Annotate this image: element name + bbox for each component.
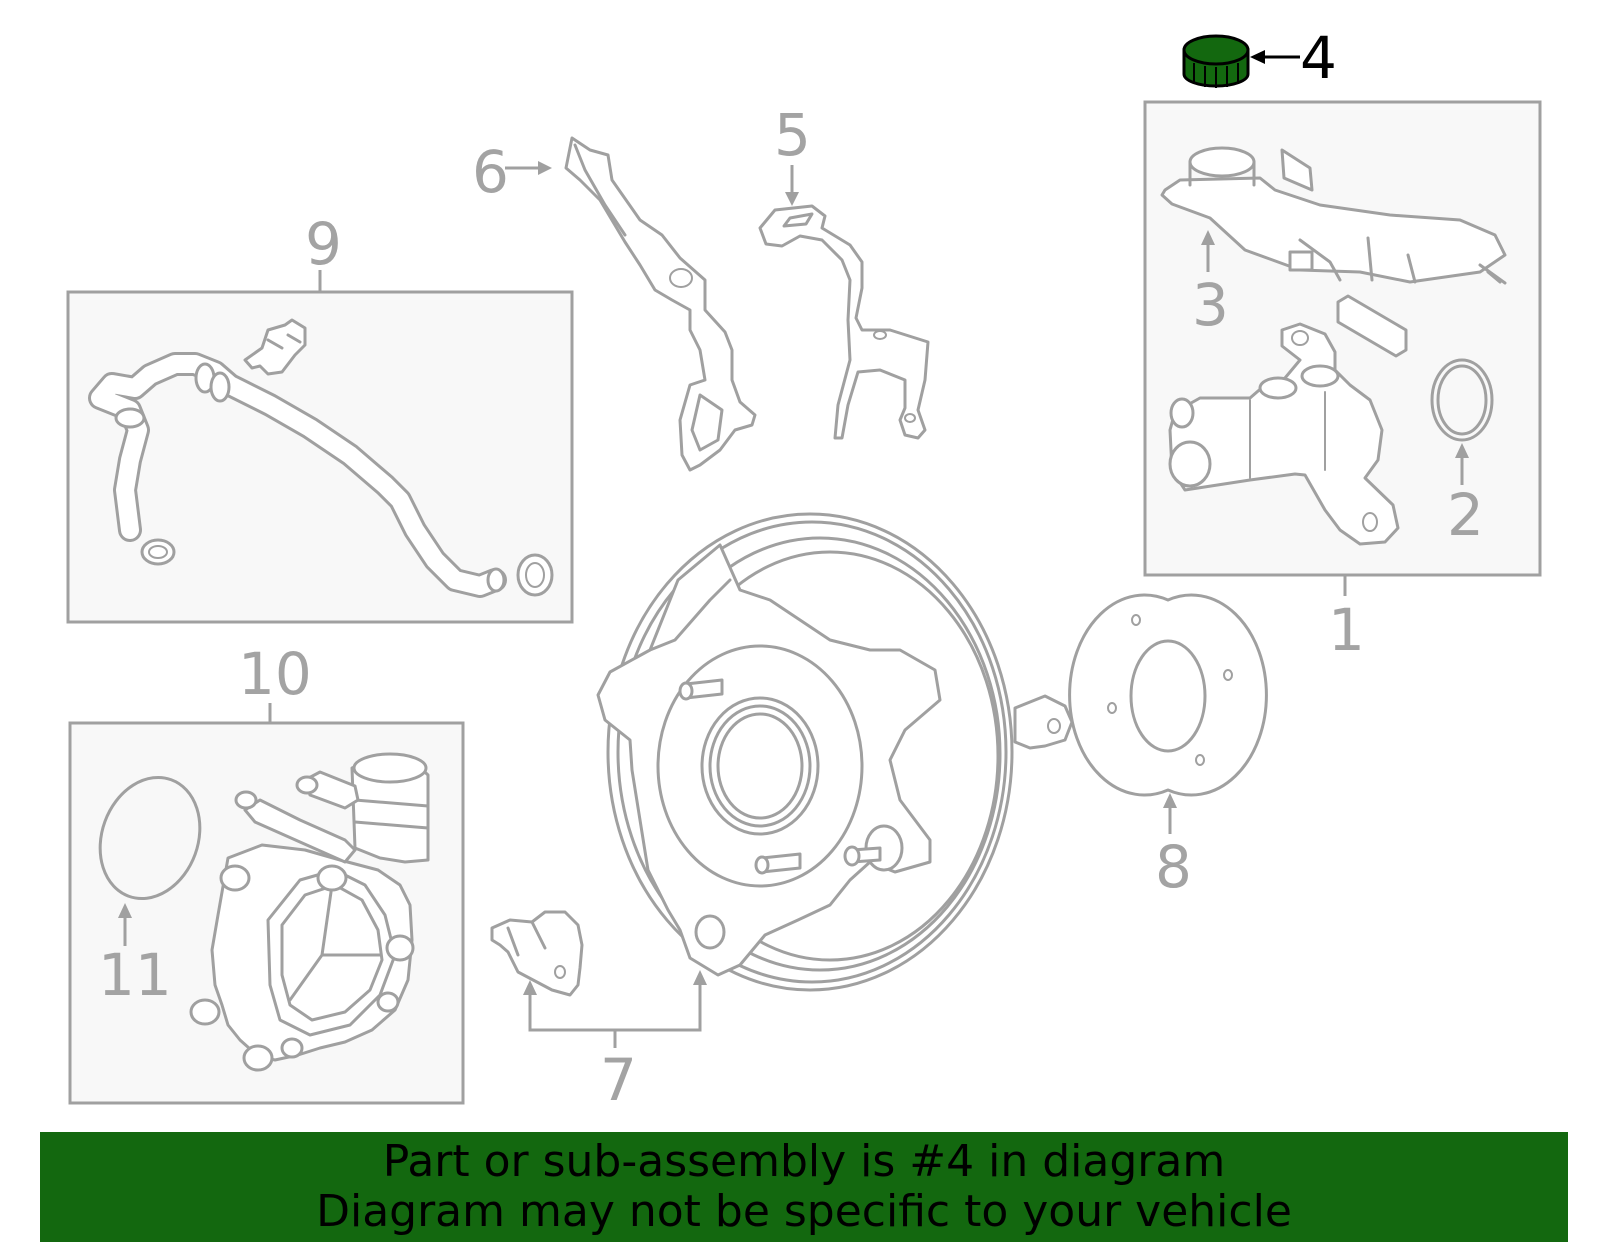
callout-4[interactable]: 4: [1300, 24, 1337, 92]
seal-strip: [1336, 294, 1408, 358]
callout-10[interactable]: 10: [238, 640, 312, 708]
vacuum-pump[interactable]: [189, 752, 430, 1072]
master-cylinder-body[interactable]: [1168, 322, 1400, 546]
reservoir-cap-part-4[interactable]: [1182, 34, 1250, 88]
hose-clamp-right[interactable]: [516, 553, 554, 597]
callout-6[interactable]: 6: [472, 138, 509, 206]
brake-booster[interactable]: [596, 512, 1074, 992]
o-ring-part-11[interactable]: [84, 763, 217, 912]
callout-9[interactable]: 9: [305, 210, 342, 278]
vacuum-hose[interactable]: [88, 352, 507, 598]
callout-8[interactable]: 8: [1155, 833, 1192, 901]
hose-clip[interactable]: [243, 318, 307, 376]
callout-3[interactable]: 3: [1192, 271, 1229, 339]
callout-5[interactable]: 5: [774, 101, 811, 169]
banner-line-2: Diagram may not be specific to your vehi…: [316, 1186, 1292, 1237]
callout-2[interactable]: 2: [1447, 481, 1484, 549]
info-banner: Part or sub-assembly is #4 in diagram Di…: [40, 1132, 1568, 1242]
bracket-part-5[interactable]: [758, 204, 930, 440]
callout-1[interactable]: 1: [1328, 596, 1365, 664]
callout-7[interactable]: 7: [600, 1046, 637, 1114]
o-ring-part-2[interactable]: [1430, 358, 1494, 442]
hose-clamp-left[interactable]: [140, 538, 176, 566]
box-hose-assembly: [66, 290, 574, 624]
banner-line-1: Part or sub-assembly is #4 in diagram: [382, 1136, 1226, 1187]
callout-11[interactable]: 11: [98, 941, 172, 1009]
gasket-part-8[interactable]: [1068, 593, 1268, 797]
reservoir-part-3[interactable]: [1160, 146, 1507, 285]
bracket-part-6[interactable]: [564, 136, 757, 472]
sensor-part-7[interactable]: [490, 910, 584, 997]
